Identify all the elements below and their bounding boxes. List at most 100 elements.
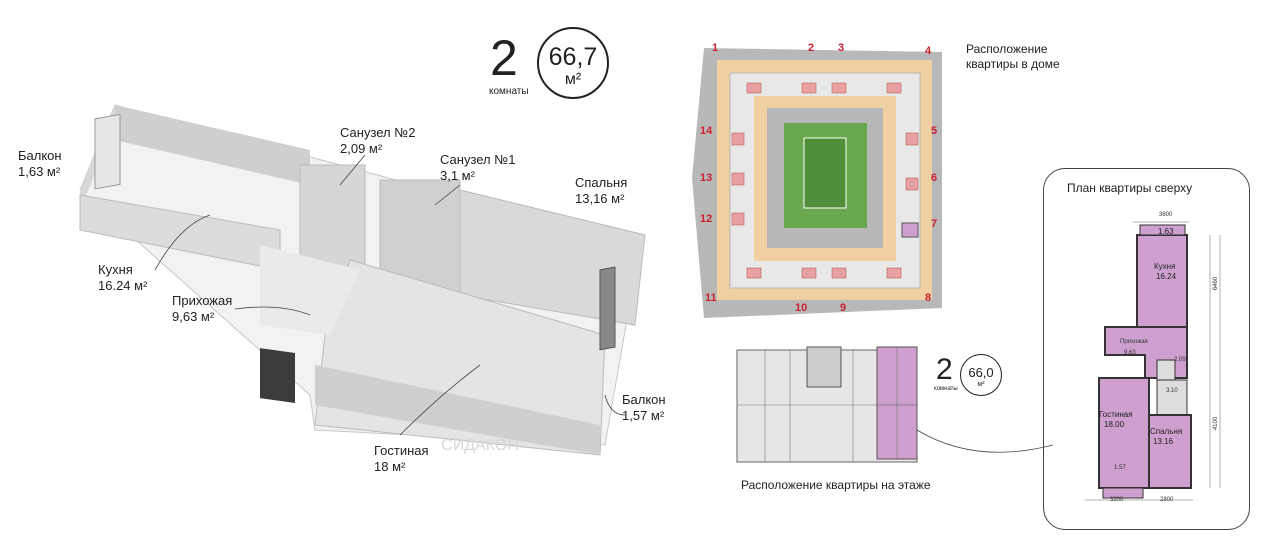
floor-area-unit: м² [977, 381, 985, 388]
house-plan-svg [692, 48, 942, 318]
area-circle: 66,7 м² [537, 27, 609, 99]
plan-3d: СИДАКОН [60, 95, 660, 495]
balcony2-name: Балкон [622, 392, 666, 407]
bath2-leader [339, 154, 366, 186]
section-2: 2 [808, 42, 815, 54]
tp-dim-bottom-left: 3200 [1110, 497, 1124, 503]
tp-balcony-bottom-value: 1.57 [1114, 465, 1126, 471]
rooms-count: 2 [490, 30, 518, 86]
red-blocks [731, 82, 919, 279]
floor-plan-svg [736, 346, 918, 463]
kitchen-name: Кухня [98, 262, 133, 277]
tp-bath-small: 2.09 [1174, 357, 1186, 363]
floor-plan [735, 345, 920, 465]
tp-dimension-lines [1085, 221, 1221, 501]
kitchen-leader [154, 214, 211, 271]
balcony1-name: Балкон [18, 148, 62, 163]
house-title: Расположение квартиры в доме [966, 42, 1060, 72]
watermark: СИДАКОН [441, 437, 519, 454]
hall-leader [234, 306, 311, 316]
tp-dim-left-2: 4100 [1213, 416, 1220, 431]
section-6: 6 [931, 172, 938, 184]
section-12: 12 [700, 213, 713, 225]
hall-label: Прихожая 9,63 м² [172, 293, 232, 325]
floor-caption: Расположение квартиры на этаже [741, 478, 931, 492]
bedroom-label: Спальня 13,16 м² [575, 175, 627, 207]
rooms-word: комнаты [489, 86, 529, 97]
section-8: 8 [925, 292, 932, 304]
house-title-line1: Расположение [966, 42, 1048, 56]
bedroom-name: Спальня [575, 175, 628, 190]
tp-bedroom-name: Спальня [1150, 427, 1183, 436]
house-title-line2: квартиры в доме [966, 57, 1060, 71]
section-3: 3 [838, 42, 845, 54]
tp-balcony-bottom [1102, 487, 1144, 499]
tp-balcony-top [1139, 224, 1186, 236]
balcony1-label: Балкон 1,63 м² [18, 148, 62, 180]
tp-bedroom-area: 13.16 [1153, 437, 1174, 446]
tp-dim-bottom-right: 2800 [1160, 497, 1174, 503]
bath1-area: 3,1 м² [440, 168, 475, 183]
top-plan-panel [1043, 168, 1250, 530]
floor-area-circle: 66,0 м² [960, 354, 1002, 396]
bath1-name: Санузел №1 [440, 152, 516, 167]
floor-partitions [737, 347, 917, 462]
bath1-leader [434, 184, 461, 206]
section-10: 10 [795, 302, 808, 314]
floor-core [806, 346, 842, 388]
balcony1-window [94, 113, 121, 190]
balcony2-leader [604, 394, 626, 416]
balcony2-area: 1,57 м² [622, 408, 665, 423]
section-5: 5 [931, 125, 938, 137]
tp-bath-large: 3.10 [1166, 388, 1178, 394]
top-plan-drawing [1085, 200, 1225, 505]
tp-dim-top: 3800 [1159, 212, 1173, 218]
tp-living-area: 18.00 [1104, 420, 1125, 429]
bath2-name: Санузел №2 [340, 125, 416, 140]
living-name: Гостиная [374, 443, 429, 458]
bedroom-area: 13,16 м² [575, 191, 625, 206]
tp-living-name: Гостиная [1099, 410, 1133, 419]
top-plan-title: План квартиры сверху [1067, 181, 1193, 195]
tp-hall-area: 9.63 [1124, 350, 1136, 356]
kitchen-back-wall [115, 105, 310, 185]
living-label: Гостиная 18 м² [374, 443, 429, 475]
floor-connector [916, 429, 1054, 453]
balcony2-window [599, 266, 616, 351]
tp-balcony-top-value: 1.63 [1158, 227, 1174, 236]
area-value: 66,7 [548, 43, 598, 71]
balcony1-area: 1,63 м² [18, 164, 61, 179]
tp-bath-small [1156, 359, 1176, 381]
section-7: 7 [931, 218, 938, 230]
section-9: 9 [840, 302, 847, 314]
bedroom-block [459, 189, 646, 326]
area-unit: м² [564, 71, 582, 88]
plan-3d-svg: СИДАКОН [79, 104, 646, 456]
bath2-area: 2,09 м² [340, 141, 383, 156]
tp-living [1098, 377, 1150, 489]
balcony2-label: Балкон 1,57 м² [622, 392, 666, 424]
kitchen-area: 16.24 м² [98, 278, 148, 293]
floor-rooms-word: комнаты [934, 386, 958, 392]
tp-kitchen-area: 16.24 [1156, 272, 1177, 281]
tp-bath-large [1156, 379, 1188, 416]
tp-kitchen [1136, 234, 1188, 328]
football-field [803, 137, 847, 209]
tp-dim-left-1: 6460 [1213, 276, 1220, 291]
bath1-label: Санузел №1 3,1 м² [440, 152, 515, 184]
bath2-label: Санузел №2 2,09 м² [340, 125, 415, 157]
hallway-floor [260, 245, 360, 335]
section-14: 14 [700, 125, 713, 137]
hall-area: 9,63 м² [172, 309, 215, 324]
section-13: 13 [700, 172, 713, 184]
section-1: 1 [712, 42, 719, 54]
tp-hall-name: Прихожая [1120, 339, 1148, 345]
living-front-wall [315, 365, 600, 455]
hall-name: Прихожая [172, 293, 233, 308]
living-leader [399, 364, 481, 436]
house-plan [692, 38, 954, 322]
highlight-section-7 [901, 222, 919, 238]
tp-bedroom [1148, 414, 1192, 489]
floor-area-value: 66,0 [968, 365, 994, 380]
section-4: 4 [925, 45, 932, 57]
